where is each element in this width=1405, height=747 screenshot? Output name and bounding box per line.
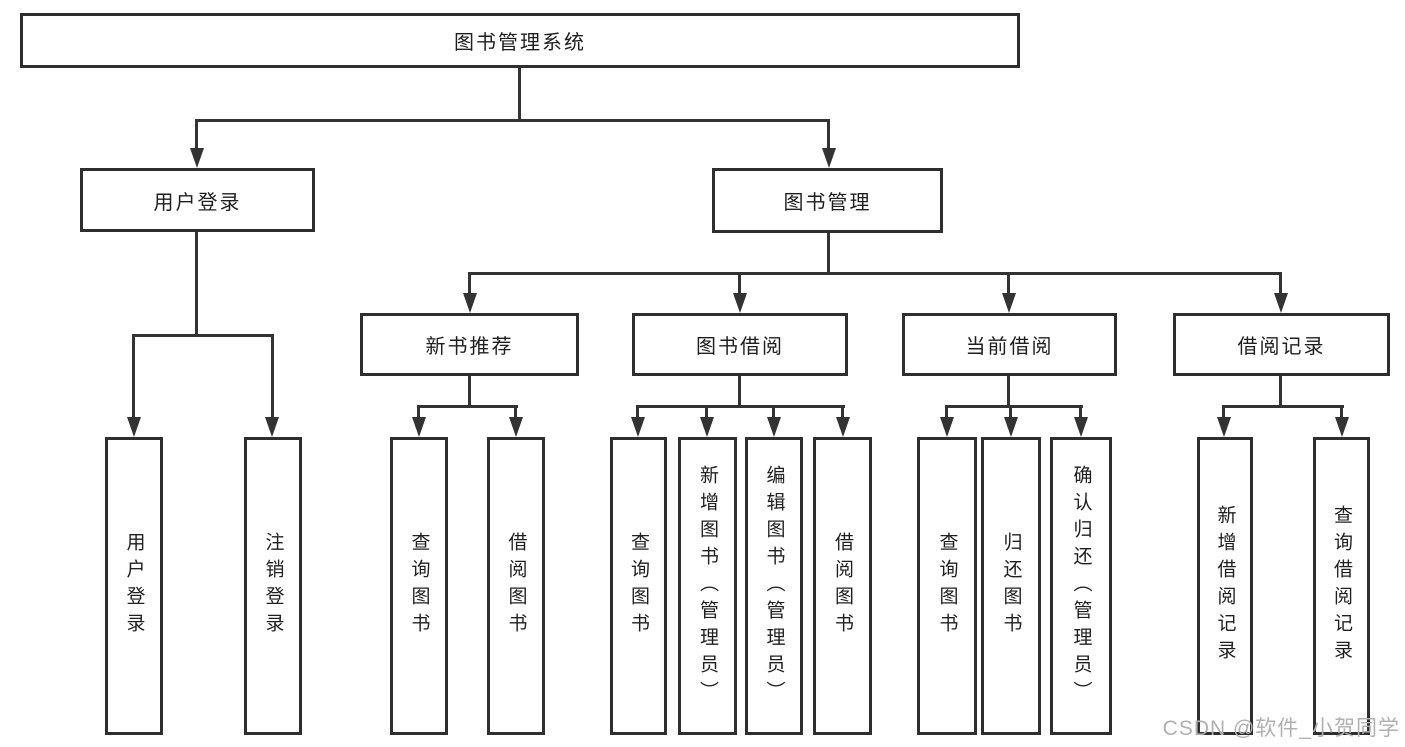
leaf-query-books: 查询图书 — [390, 437, 448, 735]
leaf-borrow-books: 借阅图书 — [813, 437, 872, 735]
arrow-down-icon — [1002, 293, 1016, 313]
node-book-management: 图书管理 — [712, 168, 943, 233]
leaf-add-book-admin: 新增图书（管理员） — [678, 437, 737, 735]
edge-current-borrow-stem — [1007, 376, 1010, 407]
edge-user-login-stem — [195, 232, 198, 335]
leaf-query-books: 查询图书 — [610, 437, 667, 735]
arrow-down-icon — [822, 148, 836, 168]
leaf-add-borrow-record: 新增借阅记录 — [1197, 437, 1253, 735]
edge-drop-leaf-logout — [271, 334, 274, 419]
arrow-down-icon — [1335, 417, 1349, 437]
leaf-borrow-books: 借阅图书 — [487, 437, 545, 735]
arrow-down-icon — [1274, 293, 1288, 313]
edge-drop-leaf — [514, 405, 517, 419]
node-new-book-recommend: 新书推荐 — [360, 313, 579, 376]
edge-book-borrow-bus — [636, 405, 845, 408]
leaf-query-borrow-record: 查询借阅记录 — [1313, 437, 1370, 735]
edge-drop-leaf — [1222, 405, 1225, 419]
arrow-down-icon — [127, 417, 141, 437]
leaf-confirm-return-admin: 确认归还（管理员） — [1050, 437, 1112, 735]
edge-book-management-stem — [827, 233, 830, 274]
arrow-down-icon — [1217, 417, 1231, 437]
edge-new-book-stem — [468, 376, 471, 407]
edge-drop-borrow-records — [1279, 272, 1282, 295]
edge-drop-leaf — [636, 405, 639, 419]
arrow-down-icon — [412, 417, 426, 437]
leaf-user-login: 用户登录 — [105, 437, 163, 735]
arrow-down-icon — [265, 417, 279, 437]
edge-drop-leaf — [705, 405, 708, 419]
edge-drop-book-management — [827, 119, 830, 150]
leaf-edit-book-admin: 编辑图书（管理员） — [745, 437, 803, 735]
edge-drop-leaf — [417, 405, 420, 419]
leaf-logout-login: 注销登录 — [244, 437, 302, 735]
edge-drop-leaf — [945, 405, 948, 419]
edge-drop-new-book — [468, 272, 471, 295]
node-root: 图书管理系统 — [20, 13, 1020, 68]
arrow-down-icon — [1074, 417, 1088, 437]
edge-user-login-bus — [132, 334, 274, 337]
edge-book-borrow-stem — [738, 376, 741, 407]
arrow-down-icon — [463, 293, 477, 313]
edge-drop-leaf — [841, 405, 844, 419]
edge-drop-leaf — [1079, 405, 1082, 419]
arrow-down-icon — [631, 417, 645, 437]
node-current-borrow: 当前借阅 — [902, 313, 1117, 376]
arrow-down-icon — [700, 417, 714, 437]
arrow-down-icon — [940, 417, 954, 437]
watermark-text: CSDN @软件_小贺同学 — [1162, 717, 1400, 740]
edge-new-book-bus — [417, 405, 518, 408]
edge-root-bus — [195, 119, 830, 122]
edge-root-trunk — [518, 68, 521, 121]
arrow-down-icon — [509, 417, 523, 437]
edge-drop-leaf — [1009, 405, 1012, 419]
node-user-login: 用户登录 — [80, 168, 315, 232]
edge-current-borrow-bus — [945, 405, 1083, 408]
edge-book-management-bus — [468, 272, 1282, 275]
arrow-down-icon — [1004, 417, 1018, 437]
edge-drop-leaf-user-login — [132, 334, 135, 419]
arrow-down-icon — [190, 148, 204, 168]
edge-drop-user-login — [195, 119, 198, 150]
node-book-borrow: 图书借阅 — [632, 313, 848, 376]
arrow-down-icon — [733, 293, 747, 313]
edge-borrow-records-stem — [1279, 376, 1282, 407]
edge-drop-book-borrow — [738, 272, 741, 295]
leaf-return-books: 归还图书 — [981, 437, 1041, 735]
node-borrow-records: 借阅记录 — [1173, 313, 1390, 376]
arrow-down-icon — [767, 417, 781, 437]
leaf-query-books: 查询图书 — [917, 437, 977, 735]
edge-drop-leaf — [772, 405, 775, 419]
edge-drop-leaf — [1340, 405, 1343, 419]
edge-borrow-records-bus — [1223, 405, 1344, 408]
arrow-down-icon — [836, 417, 850, 437]
edge-drop-current-borrow — [1007, 272, 1010, 295]
